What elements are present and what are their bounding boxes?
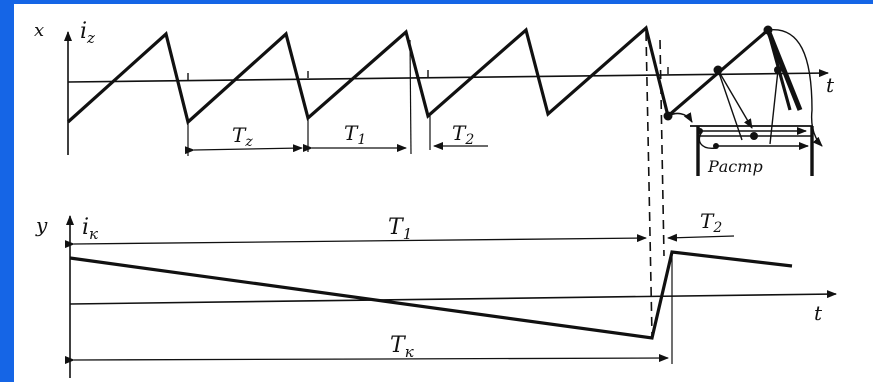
interval-label-t2-bottom: T2	[700, 209, 722, 236]
guide-t1-right	[409, 39, 412, 155]
raster-box: Растр	[663, 25, 823, 176]
top-graph: x iz t Tz T1 T2	[34, 19, 835, 337]
projection-dash-1	[645, 31, 653, 337]
bottom-current-label: iк	[82, 215, 98, 243]
bottom-t-axis	[69, 290, 837, 305]
top-sweep-pointer	[765, 29, 803, 111]
dim-t2-bottom-arrow	[667, 233, 735, 242]
raster-label: Растр	[707, 157, 763, 176]
interval-label-tz: Tz	[232, 123, 253, 150]
dim-t1-bottom-arrow	[64, 234, 647, 249]
dim-tz-arrow	[184, 144, 303, 155]
top-y-axis-label: x	[34, 20, 44, 41]
top-t-axis-label: t	[826, 73, 835, 97]
bottom-graph: y iк t T1 T2 Tк	[35, 209, 837, 378]
top-current-label: iz	[80, 19, 95, 47]
diagram-paper	[14, 4, 873, 382]
interval-label-t2-top: T2	[452, 121, 474, 148]
top-axis-ticks	[187, 67, 669, 80]
projection-dash-2	[659, 39, 665, 257]
bottom-y-axis-label: y	[35, 213, 48, 237]
bottom-t-axis-label: t	[814, 301, 823, 325]
interval-label-tk: Tк	[390, 333, 414, 361]
bottom-frame-waveform	[69, 250, 793, 340]
interval-label-t1-top: T1	[344, 121, 366, 148]
top-t-axis	[67, 69, 829, 83]
dim-tk-arrow	[64, 354, 669, 365]
interval-label-t1-bottom: T1	[388, 215, 412, 243]
